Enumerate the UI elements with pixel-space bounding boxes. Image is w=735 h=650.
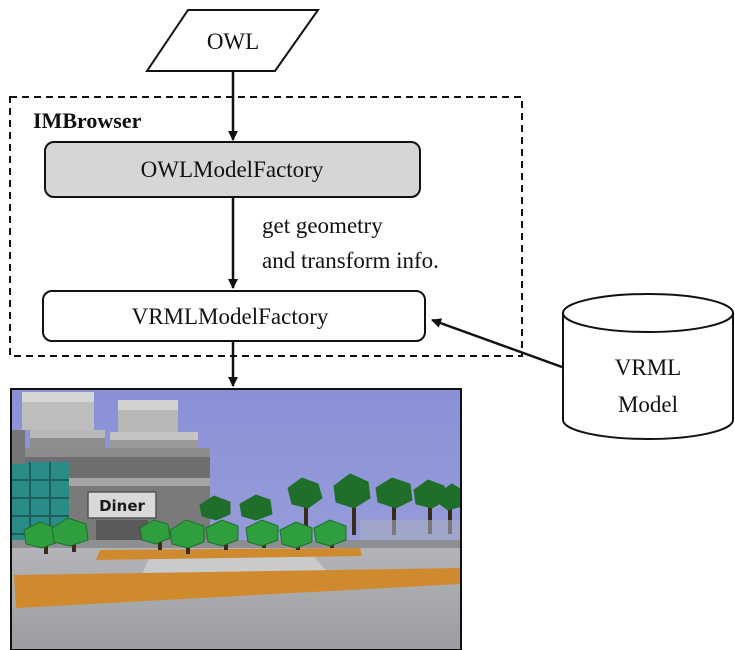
imbrowser-container: IMBrowser — [9, 96, 523, 357]
parallelogram-shape — [145, 9, 320, 72]
scene-path-upper — [96, 548, 362, 560]
owl-model-factory-node: OWLModelFactory — [44, 141, 421, 198]
cylinder-body — [562, 313, 734, 440]
vrml-model-factory-node: VRMLModelFactory — [42, 290, 426, 342]
arrow-database-to-vrmlfactory — [431, 318, 563, 369]
vrml-model-database: VRML Model — [562, 293, 734, 440]
vrml-factory-label: VRMLModelFactory — [132, 304, 329, 329]
owl-input-node: OWL — [145, 9, 320, 72]
database-label-line1: VRML — [615, 355, 681, 380]
scene-path-lower — [14, 568, 460, 608]
scene-frame — [10, 388, 462, 650]
rendered-3d-scene: Diner — [11, 389, 461, 650]
owl-label: OWL — [207, 29, 259, 54]
edge-label-line2: and transform info. — [262, 248, 439, 273]
imbrowser-label: IMBrowser — [33, 108, 142, 133]
owl-factory-label: OWLModelFactory — [141, 157, 324, 182]
database-label-line2: Model — [618, 392, 678, 417]
diner-sign-text: Diner — [99, 497, 145, 515]
edge-label-line1: get geometry — [262, 213, 383, 238]
diner-sign — [87, 491, 157, 519]
dashed-boundary — [9, 96, 523, 357]
cylinder-top — [562, 293, 734, 333]
scene-trees — [23, 473, 461, 554]
